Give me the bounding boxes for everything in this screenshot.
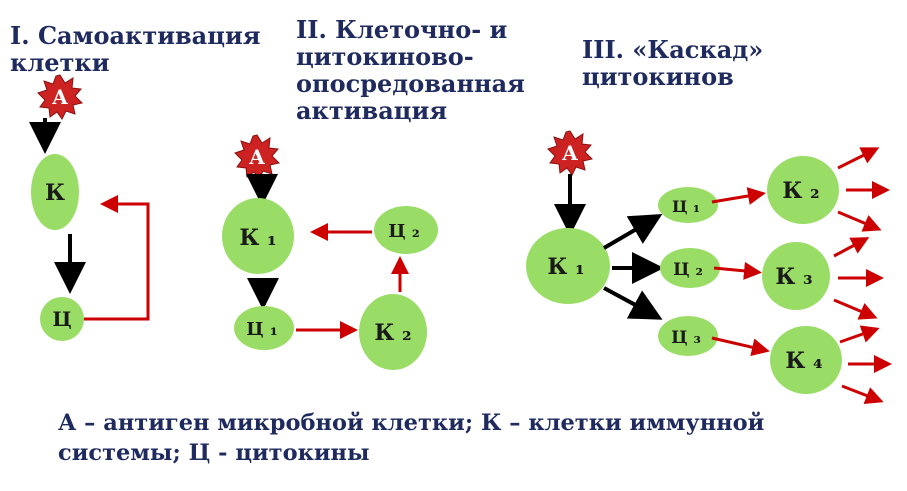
cascade-c3-label: Ц ₃: [671, 328, 701, 348]
output-arrows-k2: [837, 147, 890, 232]
cascade-k3-node: [762, 242, 830, 310]
cascade-k1-label: К ₁: [547, 254, 584, 280]
arrow-c2-to-k3: [713, 261, 762, 280]
cascade-c3-node: [658, 316, 718, 356]
legend: А – антиген микробной клетки; К – клетки…: [58, 410, 765, 466]
title-self-activation: I. Самоактивация клетки: [10, 21, 261, 77]
c1-node: [234, 306, 294, 350]
antigen-3: А: [547, 130, 593, 176]
antigen-1: А: [37, 74, 83, 120]
cytokine-node-label: Ц: [52, 307, 71, 331]
cascade-c2-label: Ц ₂: [673, 260, 703, 280]
feedback-arrow-cytokine-to-cell: [84, 195, 150, 321]
cascade-c1-label: Ц ₁: [672, 197, 700, 216]
antigen-2-label: А: [249, 145, 266, 169]
title-cytokine-cascade: III. «Каскад» цитокинов: [582, 35, 764, 91]
cascade-k3-label: К ₃: [775, 264, 812, 290]
cell-node-label: К: [45, 180, 65, 206]
antigen-2: А: [234, 134, 280, 180]
arrow-c3-to-k4: [711, 336, 770, 357]
section-cell-mediated-activation: А К ₁ Ц ₁ К ₂ Ц ₂: [222, 134, 438, 370]
title-cell-mediated-activation: II. Клеточно- и цитокиново-опосредованна…: [296, 15, 525, 125]
arrow-c1-to-k2-cascade: [711, 187, 766, 205]
output-arrows-k4: [839, 325, 892, 405]
k1-node: [222, 198, 294, 274]
k2-node: [359, 294, 427, 370]
cascade-k2-label: К ₂: [782, 178, 819, 204]
cytokine-node: [40, 297, 84, 341]
antigen-1-label: А: [52, 85, 69, 109]
cell-node: [31, 154, 79, 230]
cascade-c1-node: [658, 187, 718, 223]
c2-node: [374, 206, 438, 254]
output-arrows-k3: [833, 237, 884, 320]
cascade-c2-node: [660, 248, 720, 288]
section-self-activation: А К Ц: [29, 74, 150, 341]
arrow-cascade-k1-to-c1: [602, 213, 663, 250]
k1-node-label: К ₁: [239, 225, 276, 251]
section-cytokine-cascade: А К ₁ Ц ₁ Ц ₂ Ц ₃ К ₂ К ₃ К ₄: [526, 130, 892, 405]
c2-node-label: Ц ₂: [388, 221, 420, 242]
cascade-k4-node: [770, 326, 842, 394]
k2-node-label: К ₂: [374, 320, 411, 346]
c1-node-label: Ц ₁: [246, 319, 278, 340]
cascade-k2-node: [767, 156, 839, 224]
arrow-cascade-k1-to-c3: [603, 286, 663, 320]
cascade-k1-node: [526, 228, 610, 304]
antigen-3-label: А: [562, 141, 579, 165]
cascade-k4-label: К ₄: [785, 348, 822, 374]
